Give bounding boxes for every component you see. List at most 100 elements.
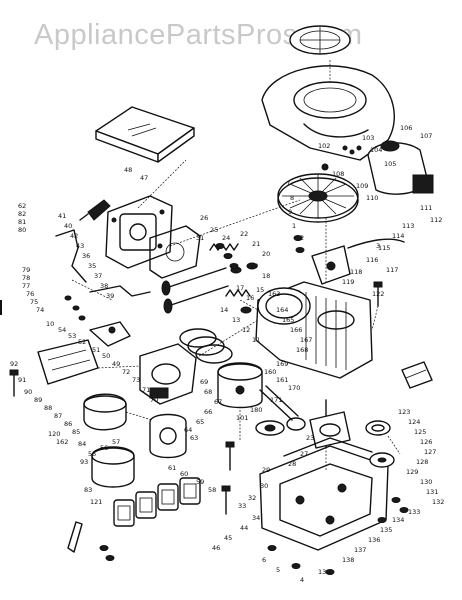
part-number-label: 72	[122, 368, 130, 376]
part-number-label: 87	[54, 412, 62, 420]
part-number-label: 33	[238, 502, 246, 510]
part-number-label: 119	[342, 278, 354, 286]
part-number-label: 107	[420, 132, 432, 140]
part-number-label: 126	[420, 438, 432, 446]
part-number-label: 32	[248, 494, 256, 502]
oil-seal	[365, 420, 391, 436]
part-number-label: 124	[408, 418, 420, 426]
part-number-label: 165	[282, 316, 294, 324]
part-number-label: 171	[270, 396, 282, 404]
part-number-label: 65	[196, 418, 204, 426]
part-number-label: 40	[64, 222, 72, 230]
intake-elbow	[83, 393, 127, 431]
part-number-label: 161	[276, 376, 288, 384]
part-number-label: 76	[26, 290, 34, 298]
part-number-label: 116	[366, 256, 378, 264]
part-number-label: 70	[150, 396, 158, 404]
part-number-label: 168	[296, 346, 308, 354]
part-number-label: 24	[222, 234, 230, 242]
part-number-label: 6	[262, 556, 266, 564]
part-number-label: 36	[82, 252, 90, 260]
part-number-label: 62	[18, 202, 26, 210]
governor-gear	[255, 420, 285, 436]
part-number-label: 26	[200, 214, 208, 222]
part-number-label: 103	[362, 134, 374, 142]
part-number-label: 121	[90, 498, 102, 506]
governor-linkage	[55, 229, 151, 297]
part-number-label: 9	[288, 208, 292, 216]
part-number-label: 47	[140, 174, 148, 182]
part-number-label: 20	[262, 250, 270, 258]
part-number-label: 34	[252, 514, 260, 522]
part-number-label: 17	[236, 284, 244, 292]
part-number-label: 10	[46, 320, 54, 328]
part-number-label: 112	[430, 216, 442, 224]
part-number-label: 117	[386, 266, 398, 274]
part-number-label: 41	[58, 212, 66, 220]
part-number-label: 137	[354, 546, 366, 554]
part-number-label: 89	[34, 396, 42, 404]
part-number-label: 16	[246, 294, 254, 302]
part-number-label: 51	[92, 346, 100, 354]
part-number-label: 48	[124, 166, 132, 174]
carburetor	[139, 343, 197, 405]
part-number-label: 27	[300, 450, 308, 458]
part-number-label: 78	[22, 274, 30, 282]
part-number-label: 31	[196, 234, 204, 242]
part-number-label: 81	[18, 218, 26, 226]
part-number-label: 67	[214, 398, 222, 406]
part-number-label: 130	[420, 478, 432, 486]
part-number-label: 74	[36, 306, 44, 314]
part-number-label: 84	[78, 440, 86, 448]
part-number-label: 102	[318, 142, 330, 150]
part-number-label: 131	[426, 488, 438, 496]
part-number-label: 23	[306, 434, 314, 442]
part-number-label: 125	[414, 428, 426, 436]
part-number-label: 123	[398, 408, 410, 416]
air-cleaner-body	[37, 339, 99, 385]
part-number-label: 42	[70, 232, 78, 240]
part-number-label: 85	[72, 428, 80, 436]
fuel-line	[67, 521, 83, 553]
part-number-label: 135	[380, 526, 392, 534]
part-number-label: 138	[342, 556, 354, 564]
part-number-label: 18	[262, 272, 270, 280]
part-number-label: 114	[392, 232, 404, 240]
flywheel	[277, 163, 359, 223]
piston-rings	[179, 328, 233, 364]
part-number-label: 39	[106, 292, 114, 300]
part-number-label: 169	[276, 360, 288, 368]
part-number-label: 8	[290, 194, 294, 202]
valves	[161, 267, 229, 314]
part-number-label: 104	[370, 146, 382, 154]
part-number-label: 43	[76, 242, 84, 250]
part-number-label: 170	[288, 384, 300, 392]
connecting-rod	[259, 385, 306, 431]
part-number-label: 46	[212, 544, 220, 552]
part-number-label: 88	[44, 404, 52, 412]
part-number-label: 110	[366, 194, 378, 202]
ignition-coil	[311, 238, 405, 285]
part-number-label: 13	[232, 316, 240, 324]
part-number-label: 91	[18, 376, 26, 384]
part-number-label: 139	[318, 568, 330, 576]
part-number-label: 37	[94, 272, 102, 280]
rotating-screen	[289, 25, 351, 55]
part-number-label: 77	[22, 282, 30, 290]
part-number-label: 115	[378, 244, 390, 252]
part-number-label: 53	[68, 332, 76, 340]
muffler	[91, 446, 135, 488]
part-number-label: 14	[220, 306, 228, 314]
part-number-label: 118	[350, 268, 362, 276]
part-number-label: 86	[64, 420, 72, 428]
part-number-label: 69	[200, 378, 208, 386]
carb-linkage	[89, 321, 131, 347]
part-number-label: 38	[100, 282, 108, 290]
part-number-label: 162	[56, 438, 68, 446]
head-gasket	[149, 225, 201, 279]
part-number-labels: 6282818079787776757441404243363537383947…	[10, 124, 444, 584]
part-number-label: 92	[10, 360, 18, 368]
part-number-label: 56	[100, 444, 108, 452]
part-number-label: 50	[102, 352, 110, 360]
